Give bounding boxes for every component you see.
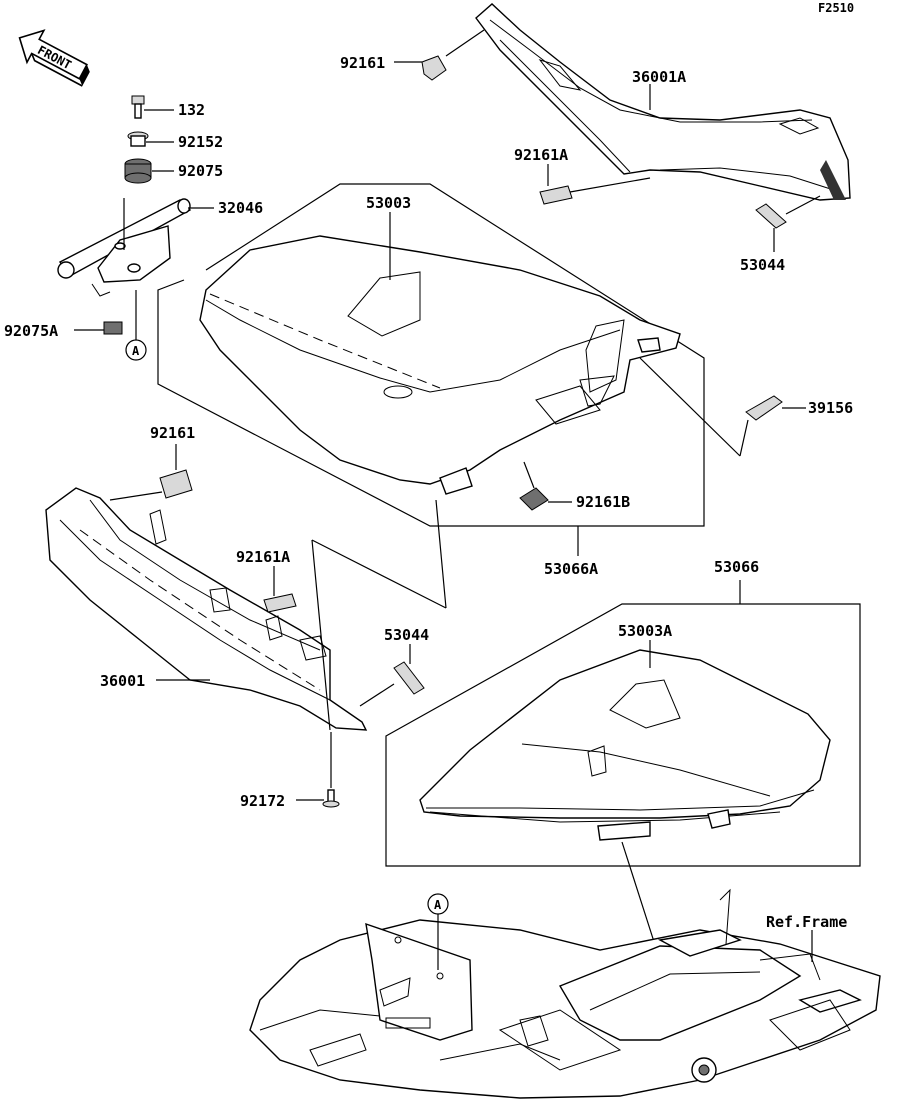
label-92161A-top: 92161A <box>514 146 568 164</box>
callout-a-top-letter: A <box>132 344 140 358</box>
label-92161B: 92161B <box>576 493 630 511</box>
label-53044-mid: 53044 <box>384 626 429 644</box>
label-53066: 53066 <box>714 558 759 576</box>
leader-92161-left-b <box>109 491 163 501</box>
collar-92152 <box>127 131 149 147</box>
bolt-132 <box>131 95 145 119</box>
label-92075: 92075 <box>178 162 223 180</box>
label-36001: 36001 <box>100 672 145 690</box>
rear-cover-left-36001 <box>45 487 368 731</box>
leader-39156-b <box>639 357 741 457</box>
leader-92161B-b <box>523 461 535 489</box>
bumper-92161B <box>519 487 549 511</box>
grommet-92075 <box>124 158 152 184</box>
label-92075A: 92075A <box>4 322 58 340</box>
label-92161-top: 92161 <box>340 54 385 72</box>
label-132: 132 <box>178 101 205 119</box>
label-53003: 53003 <box>366 194 411 212</box>
label-92161A-left: 92161A <box>236 548 290 566</box>
leader-92161-top-b <box>445 29 485 57</box>
label-92172: 92172 <box>240 792 285 810</box>
bracket-32046 <box>57 198 192 297</box>
rear-seat-53003A <box>419 649 831 841</box>
rear-cover-right-36001A <box>475 3 851 201</box>
guide-line-2 <box>311 539 331 731</box>
bumper-92161A-top <box>539 185 573 205</box>
leader-53044-mid-b <box>359 683 395 707</box>
bumper-92161A-left <box>263 593 297 613</box>
label-ref-frame: Ref.Frame <box>766 913 847 931</box>
leader-92161A-top-b <box>569 177 651 193</box>
leader-39156-c <box>739 419 749 457</box>
callout-a-bottom-letter: A <box>434 898 442 912</box>
assembly-box-53066A <box>157 183 705 527</box>
label-39156: 39156 <box>808 399 853 417</box>
bumper-92161-left <box>159 469 193 499</box>
frame-reference <box>249 888 881 1099</box>
clip-53044-top <box>755 203 787 229</box>
front-seat-53003 <box>199 235 681 495</box>
grommet-92075A <box>103 321 123 335</box>
clip-53044-mid <box>393 661 425 695</box>
front-arrow-icon: FRONT <box>18 29 90 87</box>
leader-53044-top-b <box>785 195 821 215</box>
label-53003A: 53003A <box>618 622 672 640</box>
assembly-box-53066 <box>385 603 861 867</box>
guide-line-3 <box>435 499 447 609</box>
label-36001A: 36001A <box>632 68 686 86</box>
label-53066A: 53066A <box>544 560 598 578</box>
bumper-92161-top <box>421 55 447 81</box>
callout-a-top <box>125 339 147 361</box>
screw-92172 <box>322 789 340 808</box>
label-53044-top: 53044 <box>740 256 785 274</box>
label-92161-left: 92161 <box>150 424 195 442</box>
label-92152: 92152 <box>178 133 223 151</box>
figure-code: F2510 <box>818 1 854 15</box>
clip-39156 <box>745 395 783 421</box>
guide-line-1 <box>311 539 447 609</box>
guide-line-rear-seat <box>621 841 657 949</box>
label-32046: 32046 <box>218 199 263 217</box>
